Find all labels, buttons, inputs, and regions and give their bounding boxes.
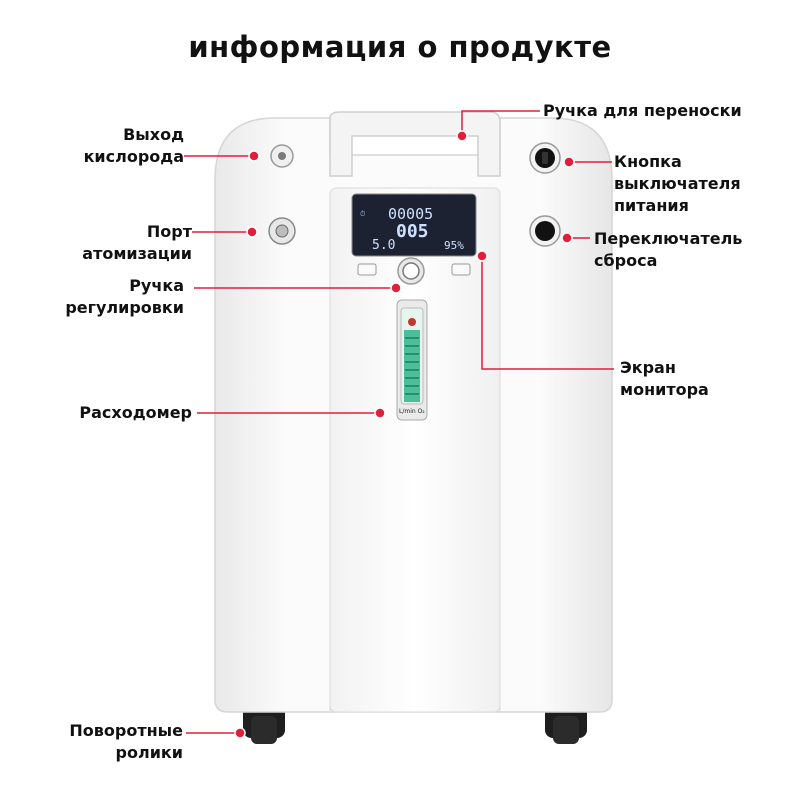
flowmeter: L/min O₂: [396, 299, 428, 421]
label-flowmeter: Расходомер: [79, 403, 192, 422]
label-reset-switch: Переключатель сброса: [594, 229, 743, 270]
reset-switch[interactable]: [529, 215, 561, 247]
lcd-purity: 95%: [444, 239, 464, 252]
label-atomization-port: Порт атомизации: [82, 222, 192, 263]
lcd-concentration: 005: [396, 221, 429, 242]
label-casters: Поворотные ролики: [69, 721, 183, 762]
adjust-knob[interactable]: [397, 257, 425, 285]
power-switch[interactable]: [529, 142, 561, 174]
panel-button-right[interactable]: [451, 263, 471, 276]
lcd-timer: 00005: [388, 205, 433, 223]
label-oxygen-outlet: Выход кислорода: [83, 125, 184, 166]
flowmeter-unit-label: L/min O₂: [399, 408, 425, 415]
monitor-screen: ⏱ 00005 005 5.0 95%: [351, 193, 477, 257]
carry-handle[interactable]: [329, 111, 501, 177]
label-power-switch: Кнопка выключателя питания: [614, 152, 741, 215]
oxygen-outlet[interactable]: [270, 144, 294, 168]
marker-dots: [234, 130, 575, 739]
lcd-flow: 5.0: [372, 238, 395, 253]
svg-text:⏱: ⏱: [360, 210, 366, 218]
page-title: информация о продукте: [188, 30, 612, 64]
label-carry-handle: Ручка для переноски: [543, 101, 742, 120]
label-adjust-knob: Ручка регулировки: [65, 276, 184, 317]
panel-button-left[interactable]: [357, 263, 377, 276]
label-monitor-screen: Экран монитора: [620, 358, 709, 399]
atomization-port[interactable]: [268, 217, 296, 245]
leader-lines: [184, 110, 614, 734]
